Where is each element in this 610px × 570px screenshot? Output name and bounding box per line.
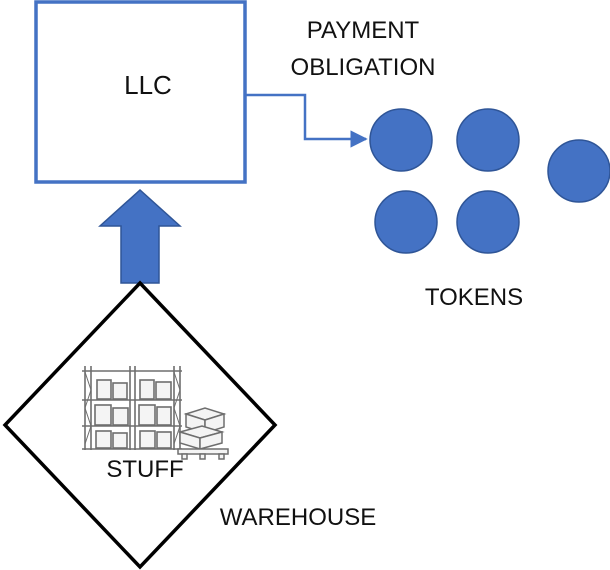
stuff-label: STUFF — [106, 456, 183, 483]
token-group — [369, 108, 610, 254]
warehouse-label: WAREHOUSE — [220, 504, 376, 531]
token-circle — [374, 190, 438, 254]
llc-label: LLC — [124, 70, 172, 100]
token-circle — [456, 108, 520, 172]
token-circle — [547, 139, 610, 203]
warehouse-shelves-icon — [82, 366, 182, 450]
token-circle — [369, 108, 433, 172]
box-pallet-icon — [177, 407, 229, 460]
llc-box: LLC — [34, 0, 247, 184]
payment-obligation-label-line1: PAYMENT — [307, 17, 420, 44]
payment-obligation-label-line2: OBLIGATION — [291, 54, 436, 81]
payment-connector-arrow — [245, 93, 368, 148]
tokens-label: TOKENS — [425, 284, 523, 311]
upward-block-arrow-icon — [98, 188, 182, 284]
token-circle — [456, 190, 520, 254]
